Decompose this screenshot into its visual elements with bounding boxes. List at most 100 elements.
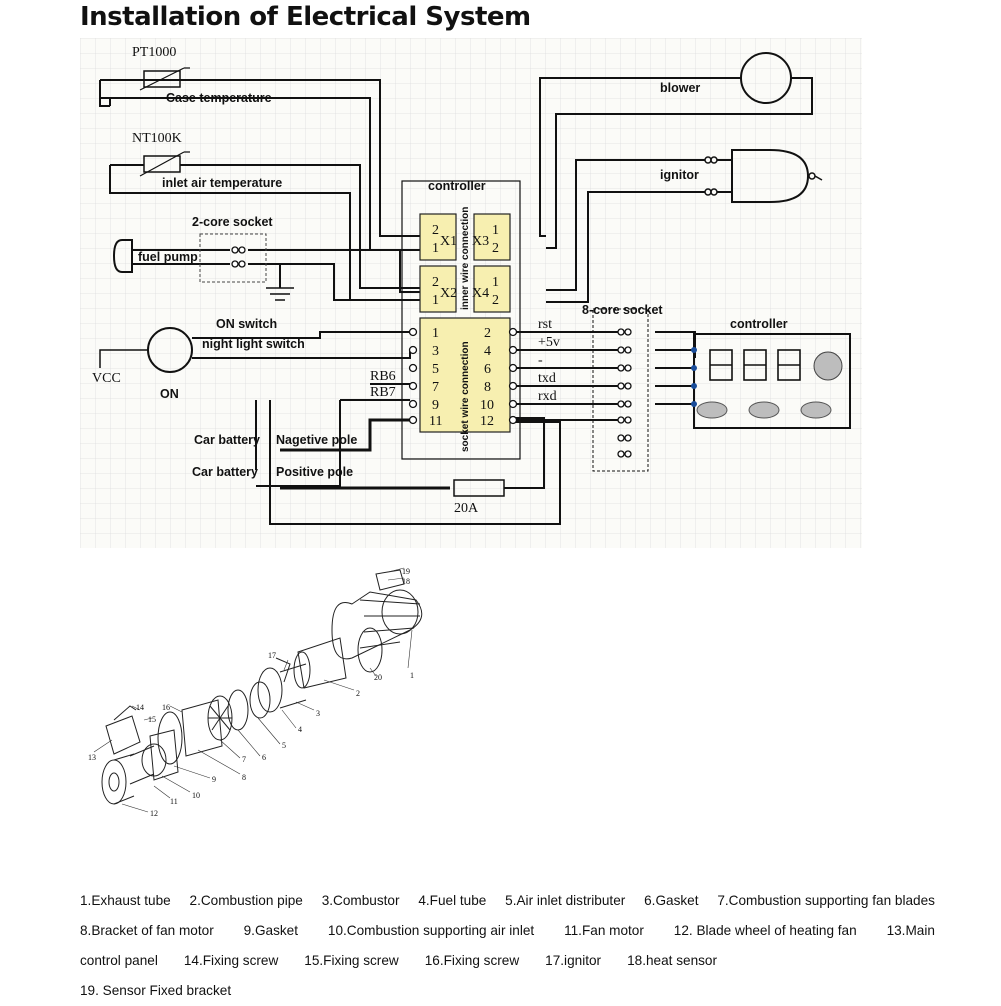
socket-pin: 5 xyxy=(432,362,439,377)
legend-item: 11.Fan motor xyxy=(564,923,644,938)
x3-pin-b: 2 xyxy=(492,241,499,256)
part-number-15: 15 xyxy=(148,715,156,724)
legend-item: 10.Combustion supporting air inlet xyxy=(327,923,535,938)
x4-pin-b: 2 xyxy=(492,293,499,308)
legend-item: 14.Fixing screw xyxy=(183,953,279,968)
label-controller-panel: controller xyxy=(730,317,788,331)
legend-item: control panel xyxy=(80,953,158,968)
x2-label: X2 xyxy=(440,286,457,301)
controller-panel xyxy=(693,333,851,429)
legend-item: 13.Main xyxy=(886,923,935,938)
eight-core-socket xyxy=(592,308,649,472)
part-number-18: 18 xyxy=(402,577,410,586)
page-title: Installation of Electrical System xyxy=(80,2,531,32)
sig-rst: rst xyxy=(538,317,552,332)
legend-item: 8.Bracket of fan motor xyxy=(80,923,214,938)
part-number-4: 4 xyxy=(298,725,302,734)
ignitor-icon xyxy=(731,149,810,203)
label-inlet-air: inlet air temperature xyxy=(162,176,282,190)
label-fuse: 20A xyxy=(454,501,479,516)
legend-item: 1.Exhaust tube xyxy=(80,893,171,908)
label-positive-pole: Positive pole xyxy=(276,465,353,479)
label-car-battery-neg: Car battery xyxy=(194,433,260,447)
legend-item: 3.Combustor xyxy=(321,893,400,908)
part-number-5: 5 xyxy=(282,741,286,750)
label-eight-core: 8-core socket xyxy=(582,303,663,317)
combustor-part xyxy=(257,667,283,713)
label-night-light: night light switch xyxy=(202,337,305,351)
legend-line-3: control panel 14.Fixing screw 15.Fixing … xyxy=(80,946,935,976)
label-socket-wire: socket wire connection xyxy=(460,341,471,452)
x1-connector xyxy=(419,213,457,261)
legend-item: 12. Blade wheel of heating fan xyxy=(673,923,857,938)
parts-legend: 1.Exhaust tube 2.Combustion pipe 3.Combu… xyxy=(80,886,935,1006)
fuel-pump-icon xyxy=(112,239,133,273)
gasket-part-20 xyxy=(357,627,383,673)
socket-pin: 12 xyxy=(480,414,494,429)
socket-pin: 9 xyxy=(432,398,439,413)
part-number-1: 1 xyxy=(410,671,414,680)
x4-pin-a: 1 xyxy=(492,275,499,290)
blade-wheel-part xyxy=(101,759,127,805)
label-on-switch: ON switch xyxy=(216,317,277,331)
label-on: ON xyxy=(160,387,179,401)
part-number-7: 7 xyxy=(242,755,246,764)
part-number-14: 14 xyxy=(136,703,144,712)
legend-line-2: 8.Bracket of fan motor 9.Gasket 10.Combu… xyxy=(80,916,935,946)
main-control-panel-part xyxy=(105,715,141,755)
label-car-battery-pos: Car battery xyxy=(192,465,258,479)
legend-item: 16.Fixing screw xyxy=(424,953,520,968)
socket-pin: 11 xyxy=(429,414,442,429)
part-number-20: 20 xyxy=(374,673,382,682)
x2-pin-a: 2 xyxy=(432,275,439,290)
sig-minus: - xyxy=(538,353,543,368)
legend-item: 7.Combustion supporting fan blades xyxy=(717,893,935,908)
part-number-9: 9 xyxy=(212,775,216,784)
x1-pin-a: 2 xyxy=(432,223,439,238)
two-core-socket xyxy=(199,233,267,283)
socket-connector xyxy=(419,317,511,433)
label-fuel-pump: fuel pump xyxy=(138,250,198,264)
air-inlet-distributer-part xyxy=(249,681,271,719)
x1-pin-b: 1 xyxy=(432,241,439,256)
legend-item: 15.Fixing screw xyxy=(304,953,399,968)
label-controller-main: controller xyxy=(428,179,486,193)
legend-item: 2.Combustion pipe xyxy=(189,893,303,908)
legend-item: 18.heat sensor xyxy=(627,953,718,968)
socket-pin: 4 xyxy=(484,344,491,359)
label-two-core: 2-core socket xyxy=(192,215,273,229)
sig-rxd: rxd xyxy=(538,389,557,404)
socket-pin: 7 xyxy=(432,380,439,395)
label-ignitor: ignitor xyxy=(660,168,699,182)
legend-line-1: 1.Exhaust tube 2.Combustion pipe 3.Combu… xyxy=(80,886,935,916)
controller-outline xyxy=(401,180,521,460)
label-vcc: VCC xyxy=(92,371,121,386)
x3-pin-a: 1 xyxy=(492,223,499,238)
x1-label: X1 xyxy=(440,234,457,249)
label-case-temperature: Case temperature xyxy=(166,91,272,105)
x4-label: X4 xyxy=(472,286,489,301)
part-number-2: 2 xyxy=(356,689,360,698)
label-nt100k: NT100K xyxy=(132,131,182,146)
fan-motor-part xyxy=(141,743,167,777)
part-number-17: 17 xyxy=(268,651,276,660)
socket-pin: 2 xyxy=(484,326,491,341)
x2-pin-b: 1 xyxy=(432,293,439,308)
label-rb6: RB6 xyxy=(370,369,396,384)
label-blower: blower xyxy=(660,81,700,95)
part-number-16: 16 xyxy=(162,703,170,712)
socket-pin: 6 xyxy=(484,362,491,377)
part-number-12: 12 xyxy=(150,809,158,818)
part-number-3: 3 xyxy=(316,709,320,718)
exhaust-tube-part xyxy=(331,591,423,660)
part-number-11: 11 xyxy=(170,797,178,806)
socket-pin: 3 xyxy=(432,344,439,359)
part-number-19: 19 xyxy=(402,567,410,576)
label-negative-pole: Nagetive pole xyxy=(276,433,357,447)
part-number-8: 8 xyxy=(242,773,246,782)
label-inner-wire: inner wire connection xyxy=(460,207,471,310)
part-number-10: 10 xyxy=(192,791,200,800)
socket-pin: 10 xyxy=(480,398,494,413)
legend-item: 4.Fuel tube xyxy=(418,893,487,908)
legend-item: 19. Sensor Fixed bracket xyxy=(80,983,232,998)
